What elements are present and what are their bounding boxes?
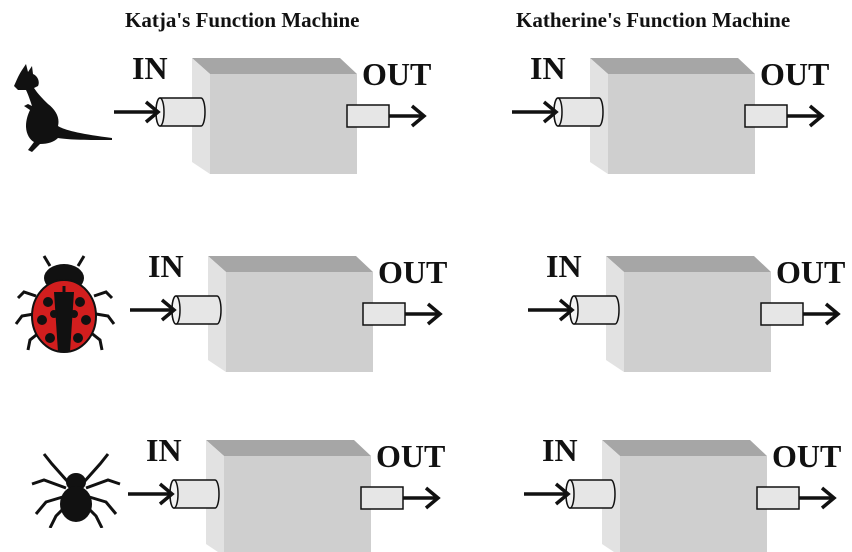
machine-graphic: [524, 440, 837, 552]
machine-graphic: [512, 58, 825, 174]
katja-machine-spider: IN OUT: [126, 434, 456, 552]
ladybug-icon: [14, 255, 116, 353]
in-label: IN: [542, 432, 578, 468]
machine-graphic: [130, 256, 443, 372]
machine-graphic: [528, 256, 841, 372]
in-label: IN: [132, 50, 168, 86]
in-label: IN: [146, 432, 182, 468]
katja-machine-title: Katja's Function Machine: [125, 8, 360, 32]
katherine-machine-row1: IN OUT: [510, 52, 840, 182]
out-label: OUT: [776, 254, 846, 290]
in-label: IN: [530, 50, 566, 86]
machine-graphic: [128, 440, 441, 552]
in-label: IN: [148, 248, 184, 284]
out-label: OUT: [378, 254, 448, 290]
katja-machine-ladybug: IN OUT: [128, 250, 458, 380]
katherine-machine-row3: IN OUT: [522, 434, 852, 552]
out-label: OUT: [760, 56, 830, 92]
in-label: IN: [546, 248, 582, 284]
katja-machine-kangaroo: IN OUT: [112, 52, 442, 182]
out-label: OUT: [772, 438, 842, 474]
machine-graphic: [114, 58, 427, 174]
spider-icon: [31, 453, 121, 528]
out-label: OUT: [376, 438, 446, 474]
katherine-machine-row2: IN OUT: [526, 250, 852, 380]
katherine-machine-title: Katherine's Function Machine: [516, 8, 791, 32]
out-label: OUT: [362, 56, 432, 92]
kangaroo-icon: [14, 64, 112, 152]
